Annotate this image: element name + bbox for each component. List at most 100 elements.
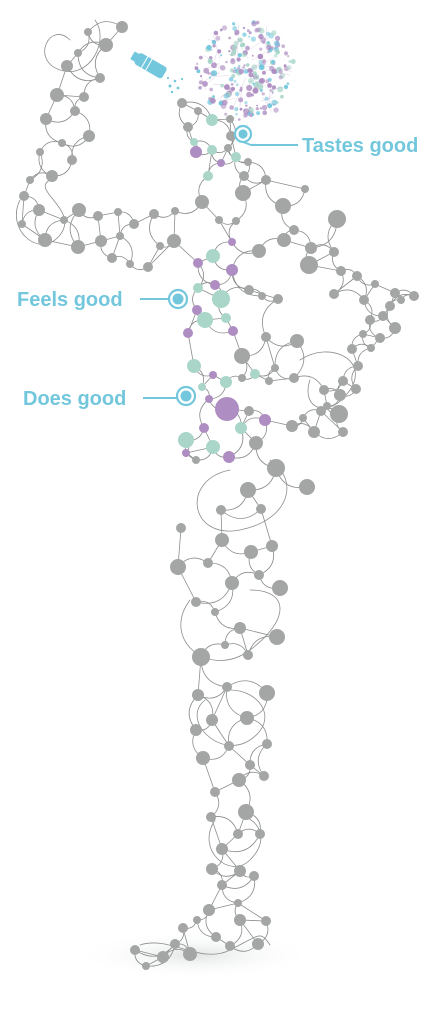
network-node <box>244 158 252 166</box>
head-link <box>247 61 264 71</box>
head-dot <box>236 83 239 86</box>
head-dot <box>266 44 272 51</box>
head-dot <box>248 72 254 78</box>
head-link <box>220 98 236 101</box>
network-node <box>266 540 278 552</box>
network-node <box>36 148 44 156</box>
network-node <box>352 271 362 281</box>
network-node <box>226 264 238 276</box>
head-dot <box>207 58 213 64</box>
network-node <box>157 951 169 963</box>
head-dot <box>253 74 260 80</box>
head-dot <box>198 86 202 90</box>
network-node <box>99 38 113 52</box>
network-node <box>221 313 231 323</box>
network-node <box>40 113 52 125</box>
network-node <box>226 131 236 141</box>
network-node <box>290 334 304 348</box>
head-dot <box>286 65 292 70</box>
network-node <box>334 389 346 401</box>
network-node <box>203 558 213 568</box>
network-node <box>50 88 64 102</box>
head-dot <box>266 45 269 48</box>
head-dot <box>209 87 214 92</box>
network-node <box>178 432 194 448</box>
head-dot <box>275 35 281 42</box>
network-node <box>409 291 419 301</box>
network-node <box>114 208 122 216</box>
head-dot <box>213 30 219 36</box>
head-dot <box>278 75 283 80</box>
head-dot <box>255 27 261 33</box>
network-node <box>289 373 299 383</box>
network-node <box>206 863 218 875</box>
head-link <box>264 25 268 48</box>
network-node <box>238 374 246 382</box>
network-node <box>206 714 218 726</box>
network-node <box>129 219 139 229</box>
head-dot <box>265 31 271 36</box>
network-node <box>116 21 128 33</box>
network-node <box>143 262 153 272</box>
network-node <box>93 211 103 221</box>
head-dot <box>271 99 278 106</box>
network-node <box>217 159 225 167</box>
head-dot <box>231 73 236 79</box>
network-node <box>170 939 180 949</box>
head-dot <box>215 35 221 41</box>
network-node <box>60 216 68 224</box>
head-dot <box>259 47 263 51</box>
network-strand <box>196 459 288 532</box>
water-bottle-icon <box>130 51 167 79</box>
network-node <box>217 880 227 890</box>
head-dot <box>220 103 227 109</box>
network-node <box>225 576 239 590</box>
head-dot <box>233 49 237 53</box>
head-dot <box>246 29 250 33</box>
head-dot <box>267 41 270 44</box>
network-node <box>275 198 291 214</box>
head-dot <box>272 103 275 106</box>
network-node <box>262 739 272 749</box>
network-node <box>178 923 188 933</box>
head-link <box>207 62 220 69</box>
network-node <box>231 152 241 162</box>
network-node <box>223 451 235 463</box>
network-node <box>84 28 92 36</box>
network-strand <box>208 814 262 867</box>
head-dot <box>230 58 236 65</box>
head-dot <box>242 26 246 30</box>
head-dot <box>203 67 210 74</box>
network-node <box>244 285 254 295</box>
network-node <box>240 482 256 498</box>
network-node <box>171 207 179 215</box>
tastes-good-label: Tastes good <box>302 135 418 157</box>
network-node <box>221 641 229 649</box>
network-node <box>244 545 258 559</box>
head-dot <box>228 77 234 82</box>
head-dot <box>248 35 251 38</box>
head-dot <box>220 83 225 88</box>
network-node <box>319 385 329 395</box>
network-node <box>190 724 202 736</box>
head-dot <box>219 28 223 32</box>
network-node <box>194 107 202 115</box>
network-strand <box>139 935 271 955</box>
does-good-callout: Does good <box>23 385 197 410</box>
head-link <box>273 86 284 90</box>
network-node <box>70 106 80 116</box>
head-dot <box>271 30 277 36</box>
network-node <box>209 371 217 379</box>
network-node <box>232 217 240 225</box>
head-dot <box>283 64 287 68</box>
network-node <box>215 216 223 224</box>
head-dot <box>264 96 269 101</box>
head-dot <box>233 40 239 46</box>
head-dot <box>255 107 259 111</box>
head-dot <box>238 118 241 121</box>
head-link <box>199 71 221 85</box>
network-node <box>205 395 213 403</box>
network-node <box>235 422 247 434</box>
head-link <box>260 96 275 102</box>
network-node <box>249 871 259 881</box>
